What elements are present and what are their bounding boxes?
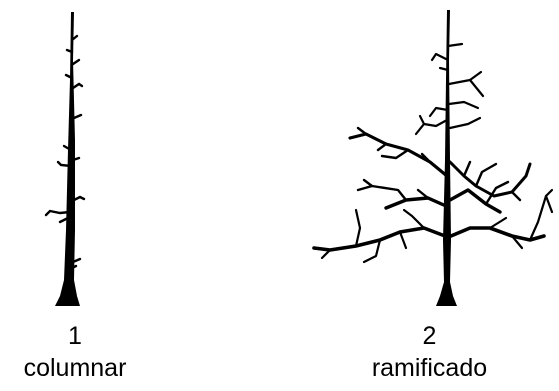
figure-label: columnar xyxy=(23,354,127,382)
branched-trunk xyxy=(436,10,457,306)
figure-number: 2 xyxy=(422,322,437,350)
figure-columnar: 1 columnar xyxy=(0,0,150,391)
figure-number: 1 xyxy=(68,322,82,350)
figure-ramificado: 2 ramificado xyxy=(300,0,559,391)
columnar-trunk xyxy=(55,12,80,306)
columnar-tree-icon xyxy=(44,12,86,306)
figure-label: ramificado xyxy=(371,354,488,382)
branched-tree-icon xyxy=(312,10,554,306)
